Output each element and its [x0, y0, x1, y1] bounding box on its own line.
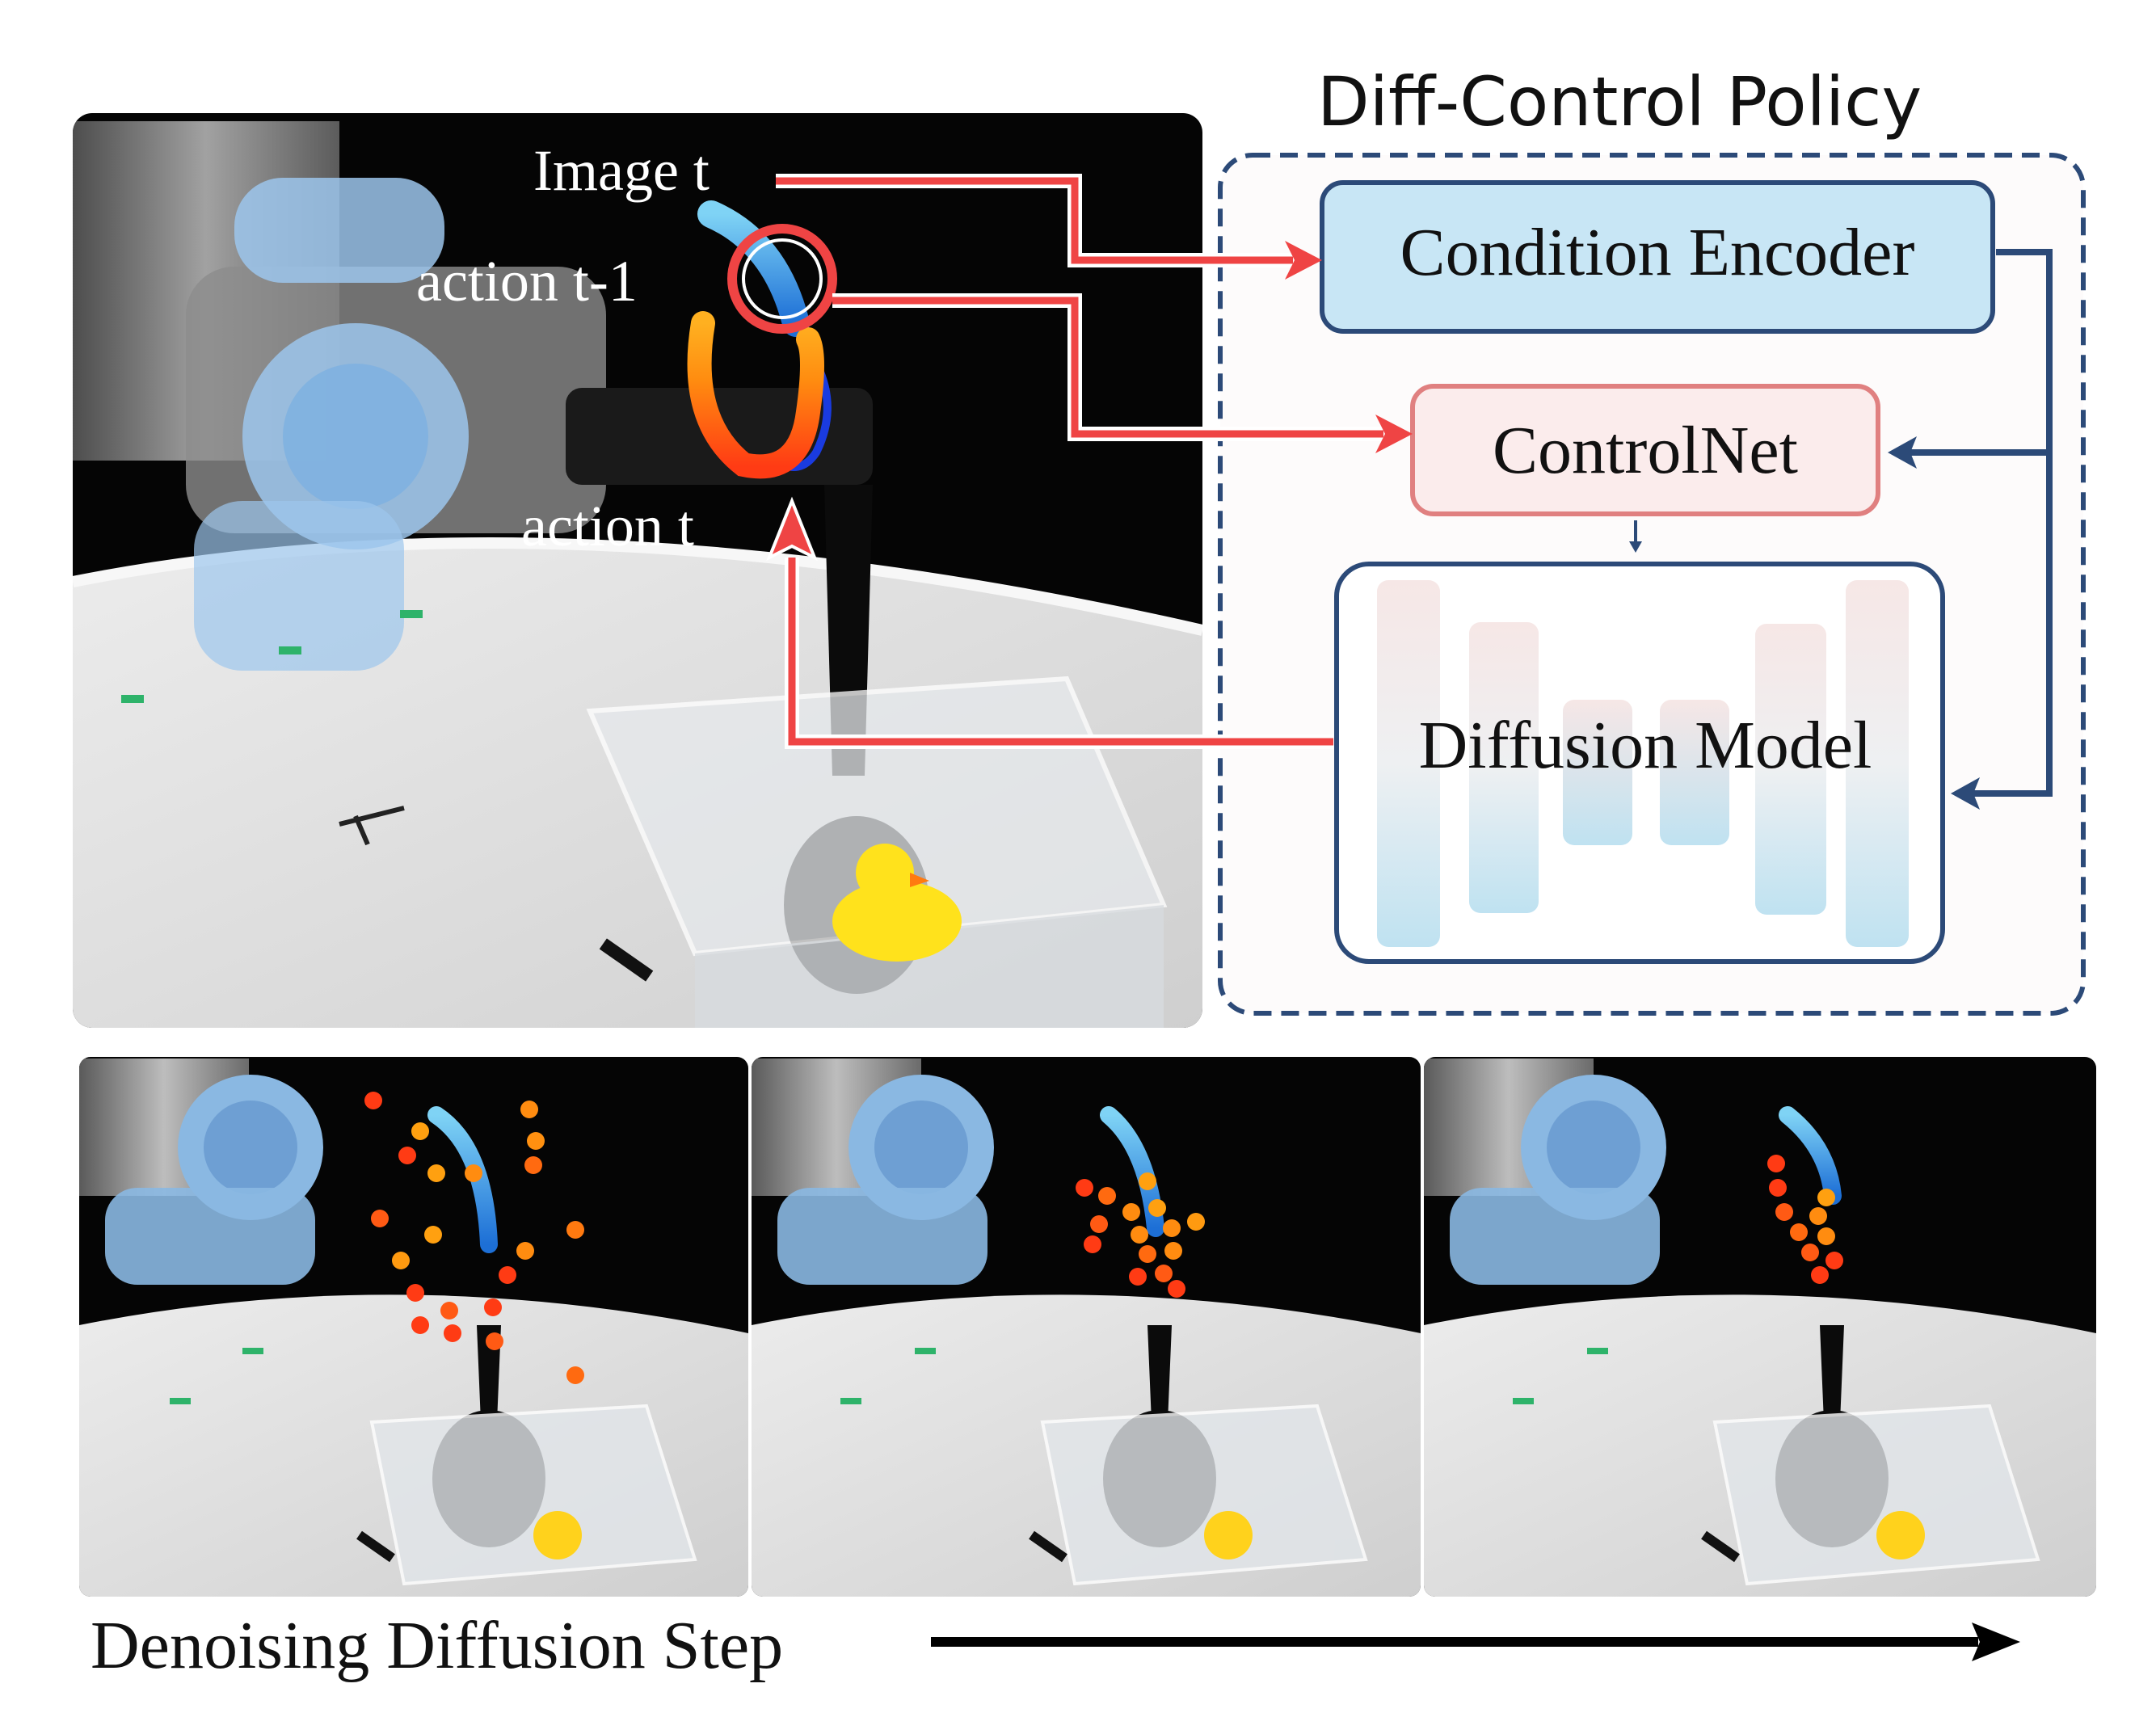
unet-layer-2	[1469, 622, 1539, 913]
unet-layer-4	[1660, 700, 1729, 845]
denoising-step-panel-1	[79, 1057, 748, 1597]
action-t-minus-1-label: action t-1	[416, 249, 638, 314]
denoising-step-panel-2	[752, 1057, 1421, 1597]
noisy-action-points	[364, 1092, 584, 1384]
image-t-label: Image t	[533, 138, 710, 203]
diffusion-model-label: Diffusion Model	[1419, 708, 1872, 783]
unet-layer-3	[1563, 700, 1632, 845]
partially-denoised-points	[1076, 1172, 1205, 1298]
unet-layer-6	[1846, 580, 1909, 947]
denoising-direction-arrow	[931, 1623, 2020, 1661]
condition-encoder-label: Condition Encoder	[1400, 215, 1915, 290]
unet-layer-1	[1377, 580, 1440, 947]
action-t-1-highlight-ring	[727, 224, 837, 334]
denoised-action-points	[1767, 1155, 1843, 1284]
diffusion-model-block: Diffusion Model	[1334, 562, 1945, 964]
policy-title: Diff-Control Policy	[1317, 62, 1922, 141]
action-t-1-to-controlnet-arrow	[832, 293, 1413, 453]
encoder-feedback-arrows	[1909, 249, 2053, 797]
image-t-to-encoder-arrow	[776, 174, 1322, 280]
encoder-to-controlnet-arrowhead	[1888, 436, 1917, 469]
controlnet-block: ControlNet	[1410, 384, 1880, 516]
action-t-1-highlight-inner	[742, 238, 823, 319]
denoising-step-caption: Denoising Diffusion Step	[91, 1608, 783, 1683]
condition-encoder-block: Condition Encoder	[1320, 180, 1995, 334]
denoising-step-panel-3	[1424, 1057, 2096, 1597]
main-robot-photo	[73, 113, 1202, 1028]
controlnet-label: ControlNet	[1493, 413, 1798, 488]
action-t-label: action t	[521, 494, 694, 558]
encoder-to-diffusion-arrowhead	[1951, 777, 1980, 810]
controlnet-to-diffusion-arrow	[1629, 520, 1642, 553]
unet-layer-5	[1755, 624, 1826, 915]
diffusion-to-action-t-arrow	[766, 496, 1333, 749]
